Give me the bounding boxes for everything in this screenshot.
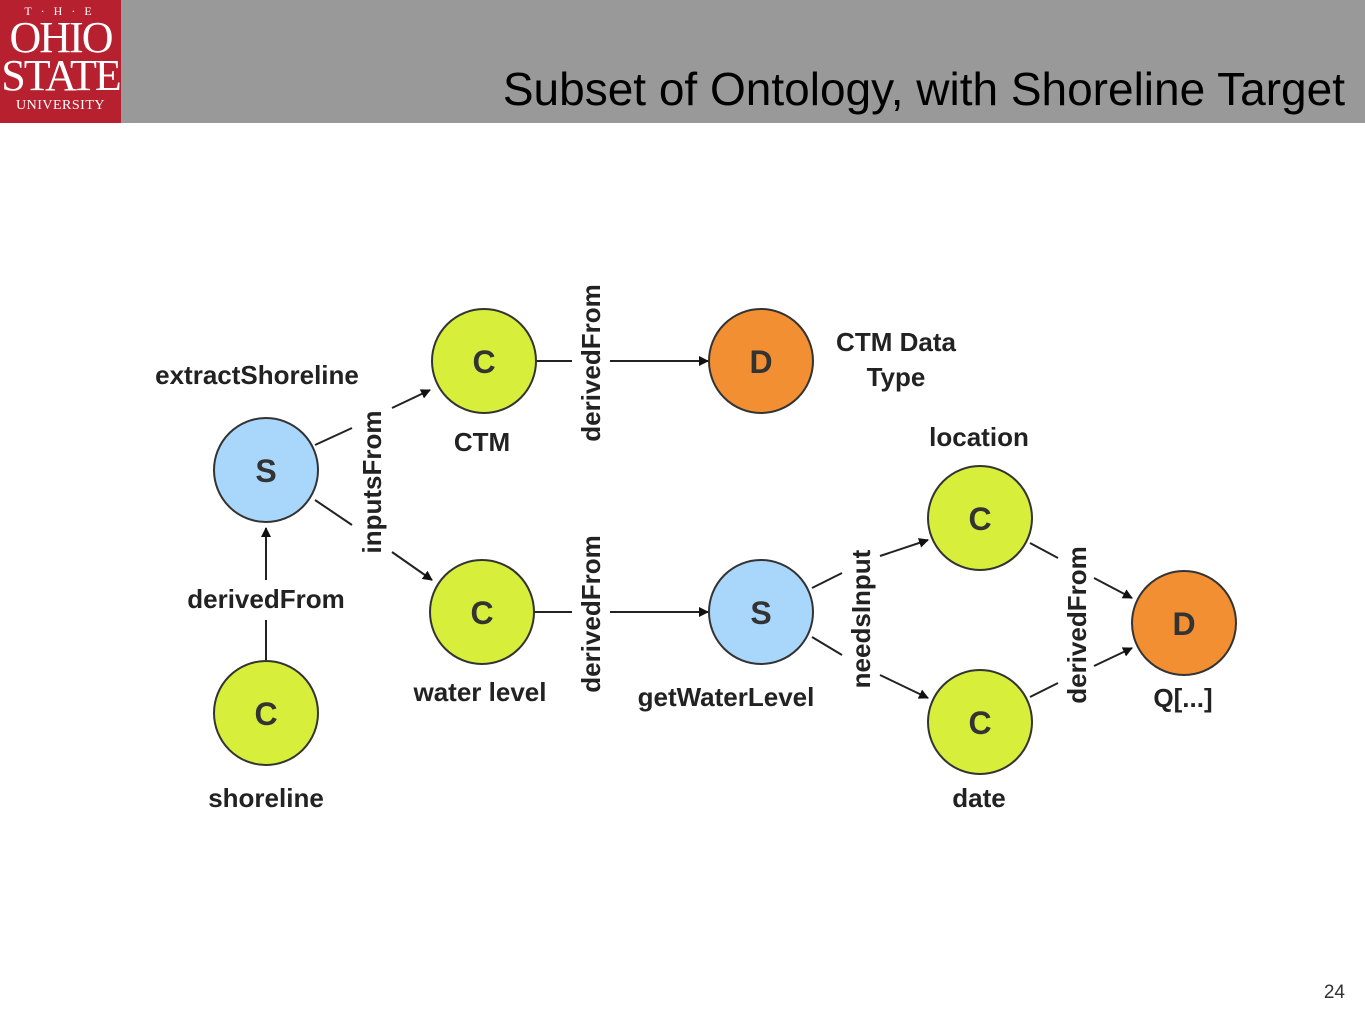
edge-extract-to-ctm: [314, 427, 353, 446]
edge-getwater-to-date-arrow: [879, 674, 929, 699]
node-shoreline: [213, 660, 319, 766]
node-extract-shoreline: [213, 417, 319, 523]
edge-label-derived-shoreline: derivedFrom: [187, 584, 345, 614]
logo-ohio: OHIO: [9, 13, 114, 62]
logo-state: STATE: [1, 51, 121, 100]
edge-getwater-to-location: [811, 572, 843, 589]
label-get-water-level: getWaterLevel: [638, 682, 815, 712]
edge-date-to-q: [1029, 682, 1059, 698]
label-ctm-data-line2: Type: [867, 362, 926, 392]
edge-label-needs-input: needsInput: [846, 549, 876, 688]
node-letter-date: C: [968, 705, 991, 741]
node-ctm-data-type: [708, 308, 814, 414]
edge-extract-to-water: [314, 499, 353, 526]
edge-location-to-q: [1029, 542, 1059, 559]
edge-label-derived-q: derivedFrom: [1062, 546, 1092, 704]
node-letter-water: C: [470, 595, 493, 631]
node-q: [1131, 570, 1237, 676]
label-date: date: [952, 783, 1005, 813]
slide-title: Subset of Ontology, with Shoreline Targe…: [502, 63, 1345, 115]
node-water-level: [429, 559, 535, 665]
edge-getwater-to-location-arrow: [879, 538, 929, 557]
logo-the: T·H·E: [24, 4, 101, 18]
node-letter-location: C: [968, 501, 991, 537]
edge-date-to-q-arrow: [1093, 647, 1133, 667]
slide-header: [0, 0, 1365, 123]
node-ctm: [431, 308, 537, 414]
node-letter-q: D: [1172, 606, 1195, 642]
edge-extract-to-ctm-arrow: [391, 389, 431, 409]
node-get-water-level: [708, 559, 814, 665]
node-date: [927, 669, 1033, 775]
label-extract-shoreline: extractShoreline: [155, 360, 359, 390]
node-letter-getwater: S: [750, 595, 771, 631]
ohio-state-logo: T·H·E OHIO STATE UNIVERSITY: [0, 0, 122, 123]
node-letter-ctm-data: D: [749, 344, 772, 380]
label-q: Q[...]: [1153, 683, 1212, 713]
label-ctm-data-line1: CTM Data: [836, 327, 956, 357]
label-shoreline: shoreline: [208, 783, 324, 813]
logo-university: UNIVERSITY: [16, 98, 105, 113]
node-location: [927, 465, 1033, 571]
edge-extract-to-water-arrow: [391, 551, 433, 581]
node-letter-shoreline: C: [254, 696, 277, 732]
node-letter-extract: S: [255, 453, 276, 489]
label-ctm: CTM: [454, 427, 510, 457]
edge-label-derived-water: derivedFrom: [576, 535, 606, 693]
edge-location-to-q-arrow: [1093, 577, 1133, 599]
label-location: location: [929, 422, 1029, 452]
page-number: 24: [1323, 982, 1345, 1003]
edge-label-derived-ctm: derivedFrom: [576, 284, 606, 442]
edge-label-inputs-from: inputsFrom: [357, 411, 387, 554]
edge-getwater-to-date: [811, 636, 843, 656]
label-water-level: water level: [413, 677, 547, 707]
node-letter-ctm: C: [472, 344, 495, 380]
